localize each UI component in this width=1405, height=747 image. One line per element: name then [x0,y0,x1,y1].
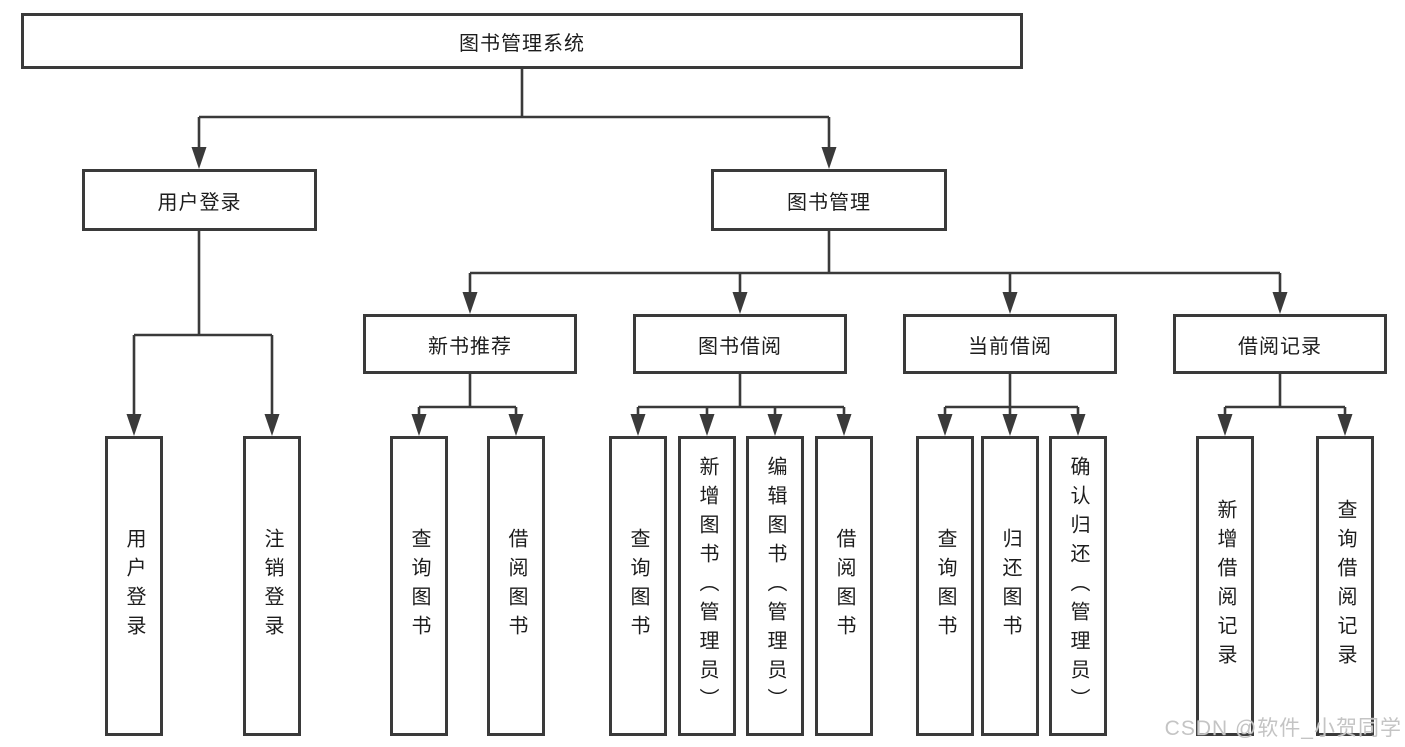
leaf-add-borrow-record: 新增借阅记录 [1196,436,1254,736]
leaf-query-books: 查询图书 [390,436,448,736]
node-book-borrowing: 图书借阅 [633,314,847,374]
node-label: 新书推荐 [428,335,512,358]
node-new-book-recommendation: 新书推荐 [363,314,577,374]
node-label: 新增借阅记录 [1214,499,1236,673]
node-label: 归还图书 [999,528,1021,644]
node-label: 编辑图书（管理员） [764,455,786,717]
node-label: 图书管理 [787,191,871,214]
node-label: 查询借阅记录 [1334,499,1356,673]
leaf-query-books-3: 查询图书 [916,436,974,736]
node-label: 图书管理系统 [459,32,585,55]
leaf-borrow-books-2: 借阅图书 [815,436,873,736]
node-label: 确认归还（管理员） [1067,455,1089,717]
leaf-confirm-return-admin: 确认归还（管理员） [1049,436,1107,736]
leaf-return-books: 归还图书 [981,436,1039,736]
node-label: 注销登录 [261,528,283,644]
node-label: 查询图书 [934,528,956,644]
node-label: 借阅图书 [833,528,855,644]
node-label: 用户登录 [123,528,145,644]
node-label: 用户登录 [157,191,242,214]
node-label: 查询图书 [627,528,649,644]
node-label: 当前借阅 [968,335,1052,358]
node-borrowing-records: 借阅记录 [1173,314,1387,374]
node-label: 查询图书 [408,528,430,644]
node-label: 借阅图书 [505,528,527,644]
leaf-user-login: 用户登录 [105,436,163,736]
node-current-borrowing: 当前借阅 [903,314,1117,374]
leaf-logout: 注销登录 [243,436,301,736]
node-user-login: 用户登录 [82,169,317,231]
leaf-edit-book-admin: 编辑图书（管理员） [746,436,804,736]
leaf-query-books-2: 查询图书 [609,436,667,736]
node-book-management: 图书管理 [711,169,947,231]
node-label: 新增图书（管理员） [696,455,718,717]
leaf-borrow-books: 借阅图书 [487,436,545,736]
node-library-management-system: 图书管理系统 [21,13,1023,69]
leaf-query-borrow-record: 查询借阅记录 [1316,436,1374,736]
leaf-add-book-admin: 新增图书（管理员） [678,436,736,736]
csdn-watermark: CSDN @软件_小贺同学 [1164,717,1402,740]
node-label: 借阅记录 [1238,335,1322,358]
node-label: 图书借阅 [698,335,782,358]
